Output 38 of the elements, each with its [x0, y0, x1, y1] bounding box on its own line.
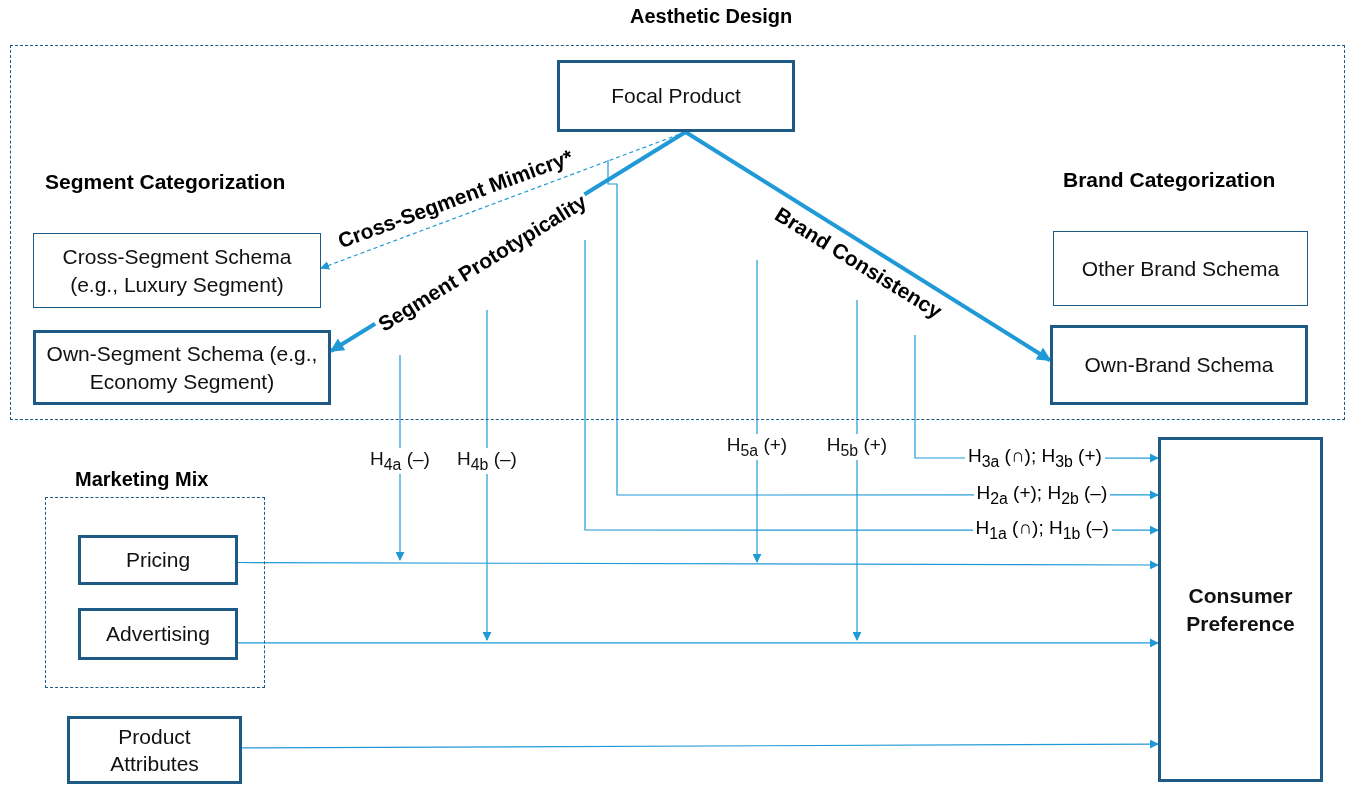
- concept-box: [78, 608, 238, 660]
- arrow: [684, 130, 1052, 362]
- section-heading: Segment Categorization: [45, 170, 286, 194]
- connector-line: [486, 309, 488, 449]
- group-title: Aesthetic Design: [630, 5, 793, 28]
- arrow: [241, 739, 1159, 749]
- node-label: Own-Brand Schema: [1083, 352, 1275, 379]
- concept-box: [78, 535, 238, 585]
- concept-box: [33, 233, 321, 308]
- concept-box: [1050, 325, 1308, 405]
- connector-line: [856, 299, 858, 435]
- node-label: Consumer Preference: [1185, 583, 1296, 637]
- hypothesis-label: H$_{4a}$ (–): [370, 446, 430, 475]
- concept-box: [557, 60, 795, 132]
- arrow: [482, 473, 492, 641]
- arrow: [752, 459, 762, 563]
- arrow: [237, 638, 1159, 648]
- connector-line: [756, 259, 758, 435]
- node-label: Product Attributes: [109, 723, 200, 777]
- concept-box: [1053, 231, 1308, 306]
- node-label: Other Brand Schema: [1080, 255, 1281, 282]
- group-title: Marketing Mix: [75, 468, 209, 491]
- arrow: [395, 473, 405, 561]
- node-label: Focal Product: [610, 83, 742, 110]
- hypothesis-label: H$_{4b}$ (–): [457, 446, 517, 475]
- node-label: Cross-Segment Schema (e.g., Luxury Segment): [61, 244, 293, 298]
- concept-box: [67, 716, 242, 784]
- hypothesis-label: H$_{5b}$ (+): [826, 432, 888, 461]
- arrow: [852, 459, 862, 641]
- connector-line: [399, 354, 401, 449]
- node-label: Advertising: [105, 621, 211, 648]
- concept-box: [1158, 437, 1323, 782]
- concept-box: [33, 330, 331, 405]
- node-label: Own-Segment Schema (e.g., Economy Segment): [45, 341, 319, 395]
- section-heading: Brand Categorization: [1063, 168, 1276, 192]
- node-label: Pricing: [124, 547, 192, 574]
- arrow: [237, 560, 1159, 570]
- hypothesis-label: H$_{5a}$ (+): [726, 432, 788, 461]
